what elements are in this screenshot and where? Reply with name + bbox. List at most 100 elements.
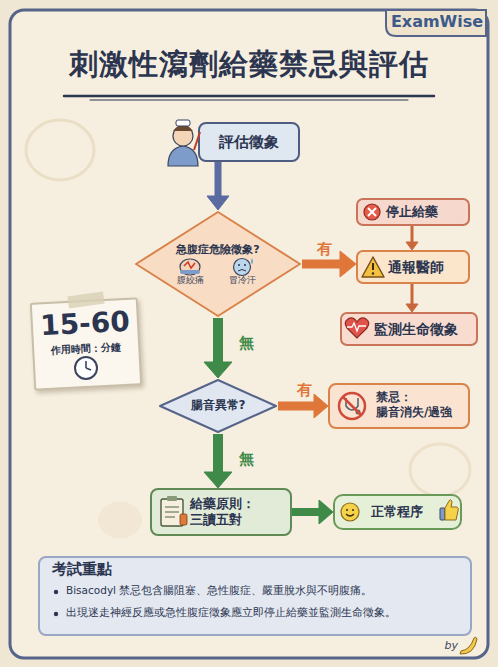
credit-label: by bbox=[420, 639, 458, 653]
node-title: 15-60 bbox=[32, 303, 138, 343]
clock-hand bbox=[86, 368, 91, 370]
diamond-shape bbox=[160, 380, 276, 432]
flow-arrow bbox=[204, 434, 232, 488]
page-frame bbox=[10, 10, 488, 658]
list-line bbox=[165, 511, 179, 512]
arrow-head bbox=[340, 251, 356, 277]
arrow-head bbox=[406, 304, 418, 312]
node-title: 停止給藥 bbox=[386, 204, 466, 220]
diamond-outline bbox=[134, 210, 302, 318]
eye bbox=[346, 509, 348, 511]
stop-cross bbox=[368, 208, 376, 216]
flow-arrow bbox=[204, 318, 232, 378]
clip bbox=[167, 496, 177, 501]
arrow-shaft bbox=[278, 402, 317, 411]
exam-points-box: 考試重點Bisacodyl 禁忌包含腸阻塞、急性腹症、嚴重脫水與不明腹痛。出現迷… bbox=[38, 556, 472, 636]
action-box: 通報醫師 bbox=[356, 250, 470, 284]
abdominal-pain-icon bbox=[180, 259, 200, 275]
terminal-box: 正常程序 bbox=[333, 494, 462, 530]
clipboard bbox=[161, 499, 183, 526]
stop-cross bbox=[368, 208, 376, 216]
process-box: 給藥原則： 三讀五對 bbox=[150, 488, 292, 536]
brand-label: ExamWise bbox=[388, 12, 486, 32]
arrow-shaft bbox=[213, 434, 223, 475]
banana-icon bbox=[460, 637, 477, 654]
sweat-drop bbox=[251, 258, 253, 264]
belly bbox=[180, 259, 200, 275]
diamond-shape bbox=[136, 212, 300, 316]
coffee-stain bbox=[26, 120, 94, 180]
prohibit-circle bbox=[339, 393, 365, 419]
node-title: 急腹症危險徵象? bbox=[158, 243, 278, 257]
prohibited-stethoscope-icon bbox=[339, 393, 365, 419]
stop-icon bbox=[364, 204, 380, 220]
stethoscope bbox=[346, 398, 358, 410]
bullet-dot bbox=[54, 590, 58, 594]
node-text: 腹絞痛 bbox=[170, 275, 210, 286]
stop-circle bbox=[364, 204, 380, 220]
node-title: 禁忌： 腸音消失/過強 bbox=[376, 390, 468, 420]
node-title: 通報醫師 bbox=[388, 259, 468, 276]
warning-mark bbox=[372, 263, 374, 270]
face bbox=[234, 259, 251, 276]
clock-icon bbox=[75, 357, 97, 379]
smile bbox=[346, 514, 354, 516]
node-title: 給藥原則： 三讀五對 bbox=[190, 496, 288, 527]
warning-triangle bbox=[362, 257, 384, 277]
decision-diamond: 急腹症危險徵象?腹絞痛冒冷汗 bbox=[134, 210, 302, 318]
smiley-face bbox=[341, 503, 359, 521]
arrow-head bbox=[207, 196, 229, 210]
eye bbox=[238, 264, 240, 266]
thermometer bbox=[194, 132, 200, 150]
bullet-dot bbox=[54, 612, 58, 616]
node-title: 考試重點 bbox=[52, 560, 192, 579]
waistband bbox=[180, 270, 200, 274]
title-underline bbox=[64, 95, 434, 98]
smiley-icon bbox=[341, 503, 359, 521]
heart-shape bbox=[345, 318, 369, 338]
eye bbox=[352, 509, 354, 511]
arrow-shaft bbox=[213, 318, 223, 365]
coffee-stain bbox=[98, 502, 142, 538]
edge-label: 無 bbox=[234, 450, 258, 469]
warning-dot bbox=[372, 272, 374, 274]
cuff bbox=[440, 508, 445, 520]
nurse-head bbox=[173, 126, 193, 146]
prohibit-slash bbox=[343, 397, 361, 415]
coffee-stain bbox=[410, 444, 470, 496]
arrow-shaft bbox=[292, 508, 322, 516]
arrow-head bbox=[319, 500, 333, 524]
clock-face bbox=[75, 357, 97, 379]
pulse-line bbox=[347, 323, 366, 331]
nurse-icon bbox=[168, 120, 200, 166]
mouth bbox=[238, 270, 246, 272]
warning-icon bbox=[362, 257, 384, 277]
arrow-shaft bbox=[411, 226, 414, 244]
node-title: 腸音異常? bbox=[168, 398, 268, 413]
nurse-hair bbox=[173, 125, 193, 132]
title-underline bbox=[90, 100, 408, 101]
edge-label: 有 bbox=[312, 240, 336, 259]
thumb-hand bbox=[445, 500, 458, 520]
flow-arrow bbox=[302, 251, 356, 277]
flow-arrow bbox=[406, 226, 418, 250]
list-line bbox=[165, 516, 175, 517]
brand-tab bbox=[386, 10, 486, 36]
title-text: 刺激性瀉劑給藥禁忌與評估 bbox=[0, 46, 498, 82]
flow-arrow bbox=[207, 162, 229, 210]
action-box: 停止給藥 bbox=[356, 198, 470, 226]
pill-bottle bbox=[180, 514, 187, 525]
arrow-head bbox=[314, 394, 328, 418]
arrow-shaft bbox=[302, 260, 343, 269]
flow-arrow bbox=[406, 284, 418, 312]
list-line bbox=[165, 506, 179, 507]
thumbs-up-icon bbox=[440, 500, 458, 520]
note-card: 15-60作用時間：分鐘 bbox=[30, 297, 142, 391]
node-title: 評估徵象 bbox=[200, 133, 298, 152]
edge-label: 有 bbox=[292, 381, 316, 400]
node-text: 作用時間：分鐘 bbox=[34, 340, 139, 358]
